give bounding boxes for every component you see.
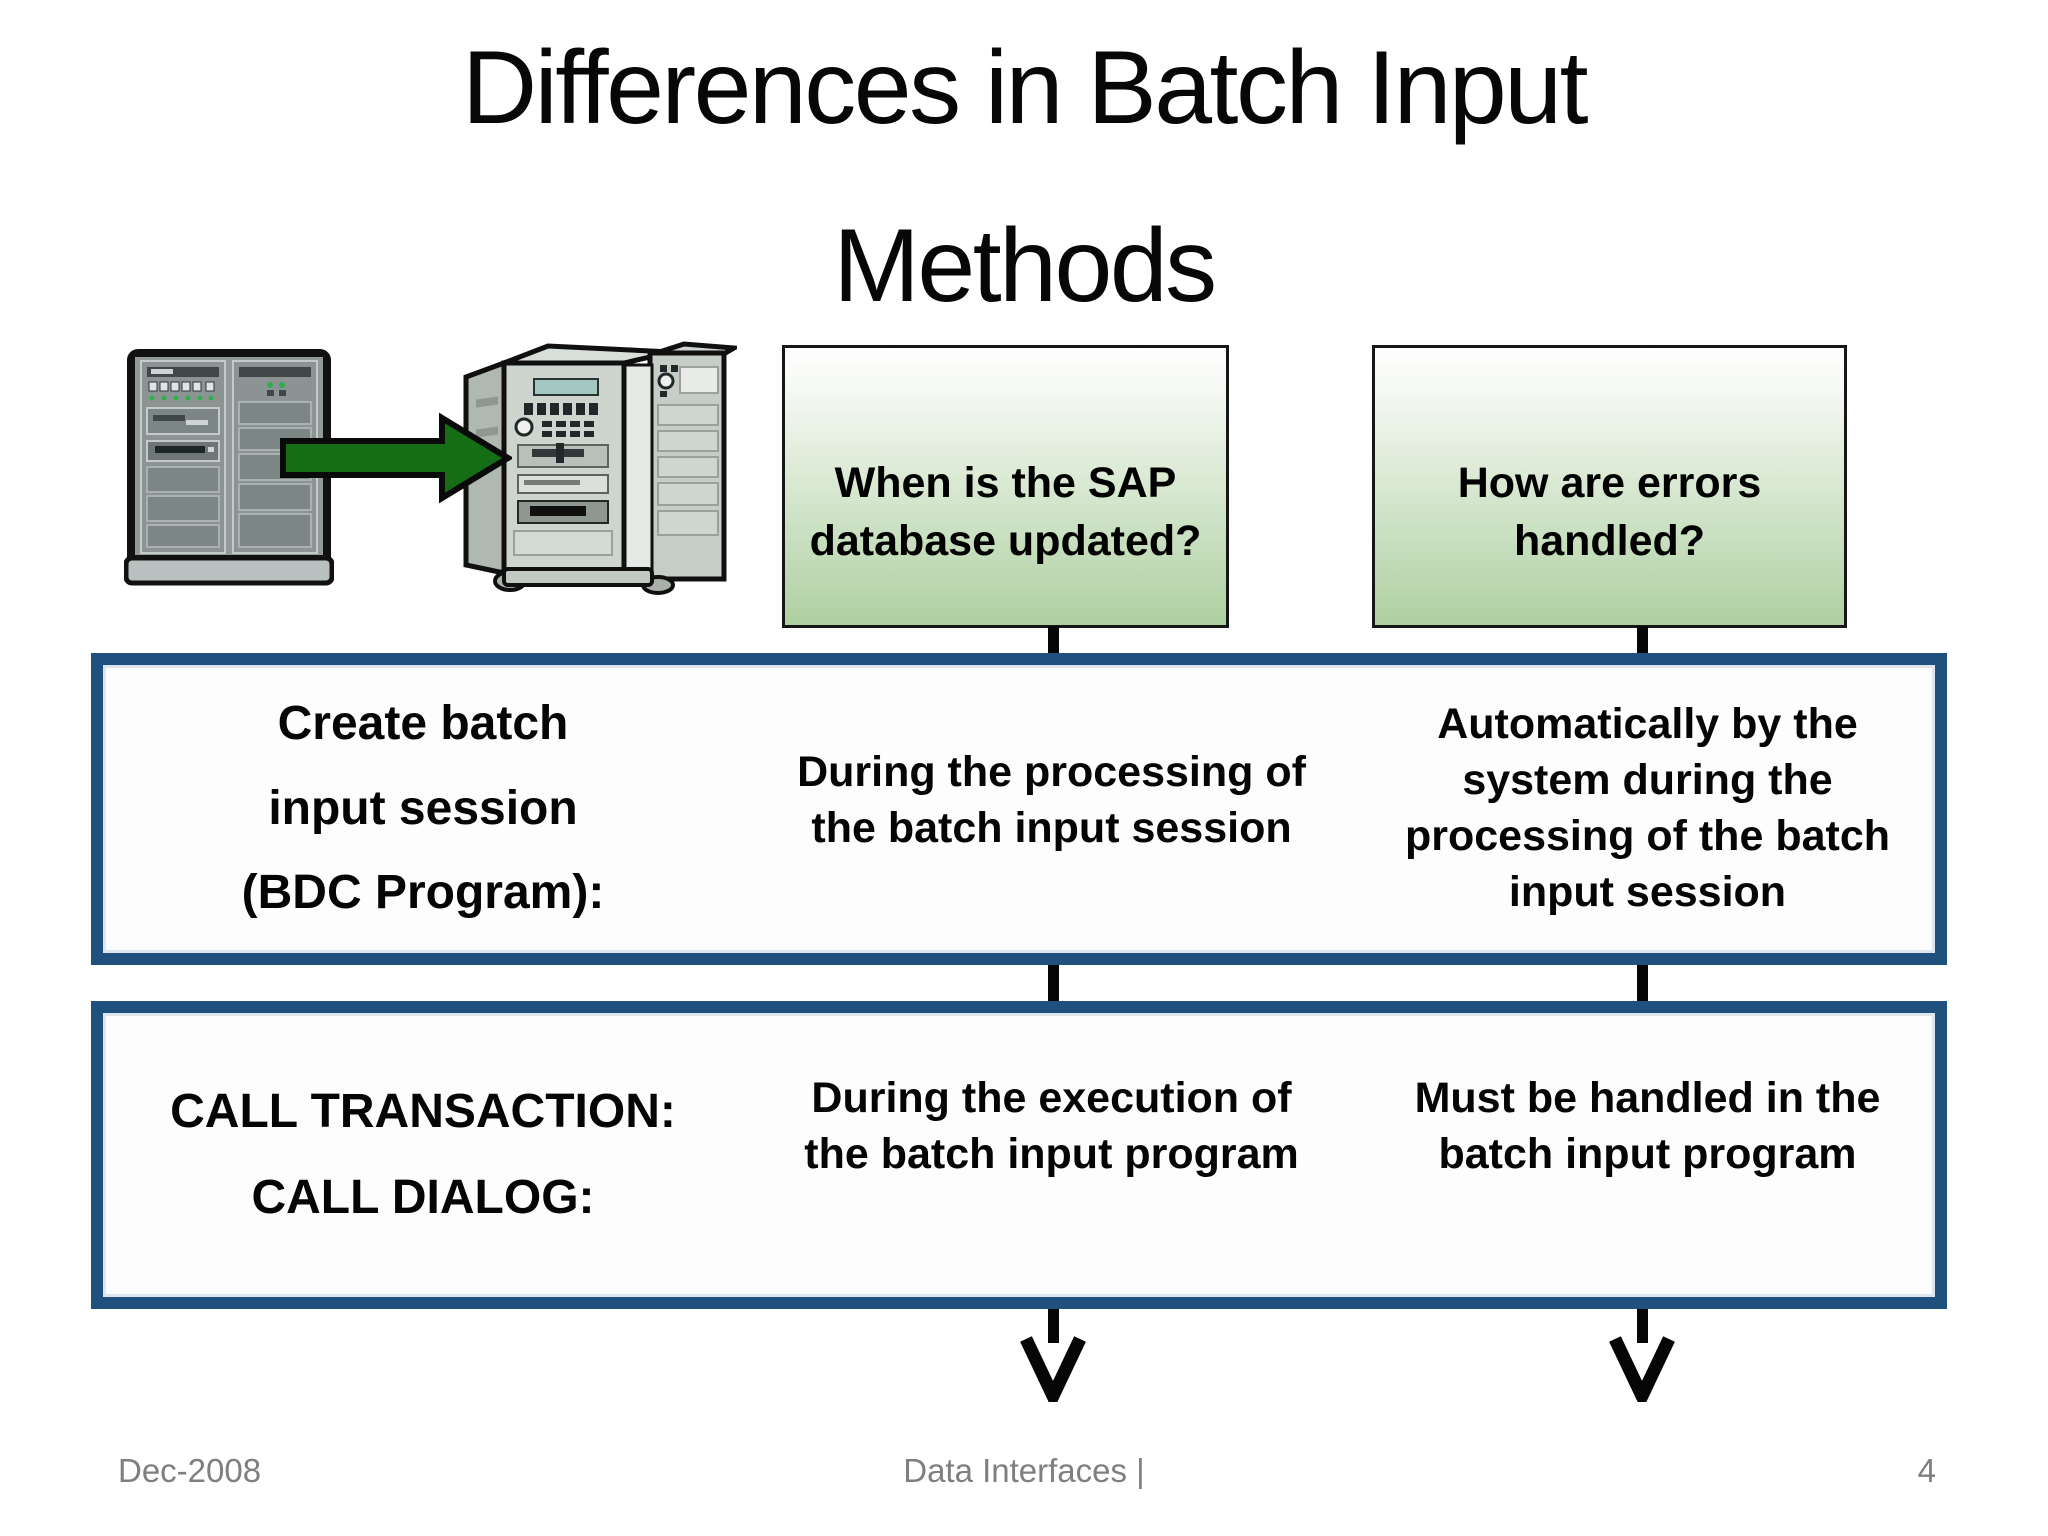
method-box-batch-session: Create batch input session (BDC Program)… (91, 653, 1947, 965)
connector-line (1048, 962, 1059, 1003)
error-answer-call-transaction: Must be handled in the batch input progr… (1360, 985, 1935, 1269)
answer-line: the batch input program (804, 1130, 1299, 1178)
connector-line (1637, 626, 1648, 655)
flow-arrow-down-icon (1609, 1336, 1675, 1402)
question-line: database updated? (809, 516, 1202, 565)
target-server-icon (463, 341, 737, 595)
question-box-error-handling: How are errors handled? (1372, 345, 1847, 628)
transfer-arrow-icon (280, 412, 512, 504)
question-box-db-update: When is the SAP database updated? (782, 345, 1229, 628)
footer-date: Dec-2008 (118, 1452, 262, 1489)
connector-line (1048, 1306, 1059, 1343)
method-label-batch-session: Create batch input session (BDC Program)… (103, 665, 743, 953)
answer-line: Automatically by the (1437, 700, 1858, 749)
answer-line: processing of the batch (1404, 812, 1890, 860)
answer-line: During the processing of (797, 748, 1306, 797)
answer-line: system during the (1462, 756, 1833, 805)
flow-arrow-down-icon (1020, 1336, 1086, 1402)
answer-line: During the execution of (811, 1074, 1292, 1123)
method-box-call-transaction: CALL TRANSACTION: CALL DIALOG: During th… (91, 1001, 1947, 1309)
question-box-db-update-text: When is the SAP database updated? (810, 455, 1202, 569)
method-label-call-transaction: CALL TRANSACTION: CALL DIALOG: (103, 1013, 743, 1297)
footer-page-number: 4 (1917, 1452, 1936, 1489)
source-server-icon (124, 349, 334, 586)
question-line: handled? (1513, 516, 1706, 565)
slide-title: Differences in Batch Input Methods (0, 0, 2048, 356)
label-line: CALL DIALOG: (251, 1171, 595, 1224)
connector-line (1637, 962, 1648, 1003)
answer-line: batch input program (1438, 1130, 1857, 1178)
answer-line: the batch input session (811, 804, 1292, 852)
label-line: (BDC Program): (241, 866, 605, 920)
title-line-2: Methods (833, 207, 1217, 324)
footer-title: Data Interfaces | (903, 1452, 1145, 1489)
connector-line (1048, 626, 1059, 655)
title-line-1: Differences in Batch Input (462, 30, 1589, 146)
label-line: input session (268, 781, 578, 835)
question-line: When is the SAP (834, 459, 1177, 508)
question-box-error-handling-text: How are errors handled? (1458, 455, 1762, 569)
label-line: Create batch (277, 697, 569, 751)
question-line: How are errors (1457, 459, 1762, 508)
label-line: CALL TRANSACTION: (170, 1084, 676, 1138)
connector-line (1637, 1306, 1648, 1343)
error-answer-batch-session: Automatically by the system during the p… (1360, 665, 1935, 953)
answer-line: Must be handled in the (1414, 1074, 1881, 1123)
db-update-answer-batch-session: During the processing of the batch input… (743, 657, 1360, 945)
db-update-answer-call-transaction: During the execution of the batch input … (743, 985, 1360, 1269)
answer-line: input session (1508, 867, 1787, 916)
